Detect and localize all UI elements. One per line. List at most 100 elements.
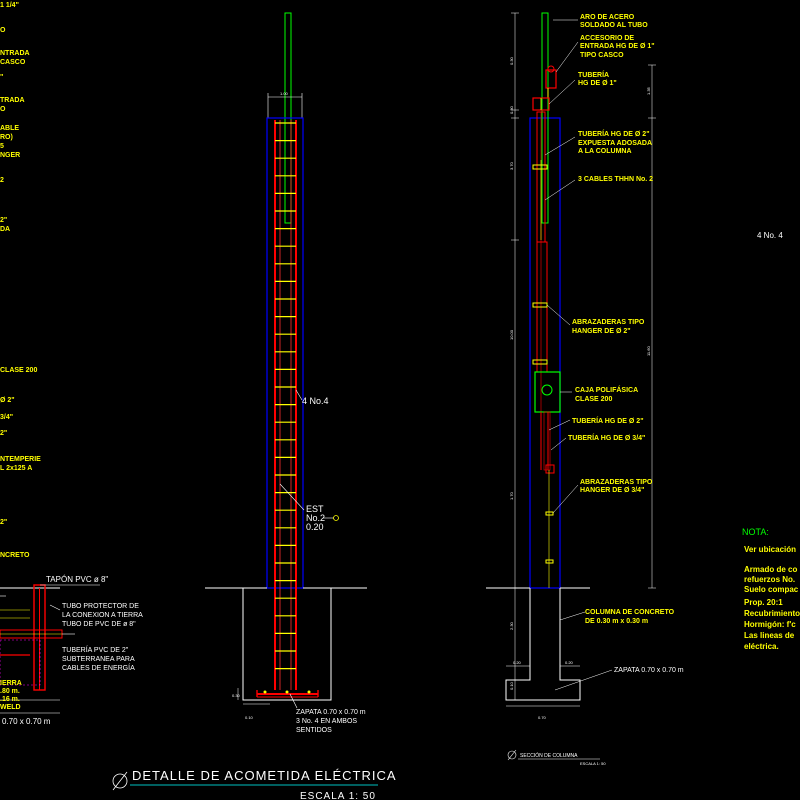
left-label: CLASE 200 [0,367,37,374]
label-caja-2: CLASE 200 [575,396,612,403]
left-fragment: 1 1/4" O NTRADA CASCO " TRADA O ABLE RO)… [0,2,143,726]
left-dim-label: 1.70 [509,491,514,500]
caja-polifasica [534,371,561,413]
left-label: 2" [0,519,7,526]
label-tuberia-3-4in: TUBERÍA HG DE Ø 3/4" [568,433,645,442]
left-label: TRADA [0,97,25,104]
nota-title: NOTA: [742,527,769,537]
tierra-label-3: .16 m. [0,696,20,703]
left-dim-label: 10.00 [509,329,514,340]
left-label: O [0,27,6,34]
nota-line: Recubrimiento [744,609,800,618]
left-dim-label: 3.70 [509,161,514,170]
left-label: L 2x125 A [0,465,32,472]
footing-outline [242,588,332,701]
nota-line: Prop. 20:1 [744,598,783,607]
left-zapata-label: 0.70 x 0.70 m [2,717,51,726]
left-label: 1 1/4" [0,2,19,9]
left-dim-label: 0.10 [509,681,514,690]
nota-line: eléctrica. [744,642,779,651]
clamp [532,359,548,365]
tuberia-pvc-label-3: CABLES DE ENERGÍA [62,663,135,672]
label-accesorio-1: ACCESORIO DE [580,35,634,42]
left-label: Ø 2" [0,397,15,404]
rebar-label: 4 No.4 [302,396,329,406]
dim-top: 1.00 [280,91,289,96]
tapon-pvc-label: TAPÓN PVC ø 8" [46,575,108,584]
section-title: SECCIÓN DE COLUMNA [520,752,578,759]
left-label: RO) [0,134,13,141]
tuberia-pvc-label-2: SUBTERRANEA PARA [62,656,135,663]
stirrup-label-2: No.2 [306,513,325,523]
left-dim-label: 0.30 [509,56,514,65]
nota-line: Armado de co [744,565,797,574]
label-columna-1: COLUMNA DE CONCRETO [585,609,675,616]
tubo-protector-label-2: LA CONEXION A TIERRA [62,612,143,619]
left-label: NGER [0,152,20,159]
label-columna-2: DE 0.30 m x 0.30 m [585,618,648,625]
drawing-title-text: DETALLE DE ACOMETIDA ELÉCTRICA [132,768,397,783]
left-label: 2" [0,217,7,224]
left-label: 2 [0,177,4,184]
left-label: DA [0,226,10,233]
left-label: O [0,106,6,113]
column-outline [266,117,304,589]
tubo-protector-label-3: TUBO DE PVC DE ø 8" [62,621,136,628]
label-accesorio-3: TIPO CASCO [580,52,624,59]
tierra-label-1: IERRA [0,680,22,687]
rebar-footing-label-2: SENTIDOS [296,727,332,734]
label-abrazaderas-3-4-2: HANGER DE Ø 3/4" [580,487,644,494]
section-scale: ESCALA 1: 50 [580,761,606,766]
tubo-protector-label-1: TUBO PROTECTOR DE [62,603,139,610]
tierra-label-2: .80 m. [0,688,20,695]
label-abrazaderas-3-4-1: ABRAZADERAS TIPO [580,479,653,486]
left-dim-label: 0.30 [509,105,514,114]
left-label: 3/4" [0,414,13,421]
left-label: CASCO [0,59,26,66]
zapata-label: ZAPATA 0.70 x 0.70 m [296,709,366,716]
left-label: ABLE [0,125,19,132]
nota-line-ubicacion: Ver ubicación [744,545,796,554]
left-label: NTEMPERIE [0,456,41,463]
left-label: 2" [0,430,7,437]
label-cables-thhn: 3 CABLES THHN No. 2 [578,176,653,183]
dim-footing: 0.30 [232,693,241,698]
footing-dim-3: 0.70 [538,715,547,720]
clamp [532,164,548,170]
drawing-title: DETALLE DE ACOMETIDA ELÉCTRICA ESCALA 1:… [112,768,397,800]
stirrups [275,122,296,670]
nota-line: Las lineas de [744,631,795,640]
casco-accessory [545,69,557,89]
footing-dim-1: 0.20 [513,660,522,665]
right-note: 4 No. 4 NOTA: Ver ubicación Armado de co… [742,231,800,651]
tierra-label-4: WELD [0,704,21,711]
left-label: NTRADA [0,50,30,57]
stirrup-label-1: EST [306,504,324,514]
label-tuberia-2in-2: EXPUESTA ADOSADA [578,140,652,147]
label-tuberia-lower-2in: TUBERÍA HG DE Ø 2" [572,416,644,425]
dim-bottom: 0.10 [245,715,254,720]
section-labels: ARO DE ACERO SOLDADO AL TUBO ACCESORIO D… [568,14,675,625]
label-accesorio-2: ENTRADA HG DE Ø 1" [580,43,655,50]
label-abrazaderas-2in-1: ABRAZADERAS TIPO [572,319,645,326]
stirrup-marker [333,515,339,521]
drawing-scale: ESCALA 1: 50 [300,791,376,800]
label-abrazaderas-2in-2: HANGER DE Ø 2" [572,328,631,335]
label-tuberia-1in-1: TUBERÍA [578,70,609,79]
left-label: " [0,74,3,81]
title-symbol-icon [112,773,128,789]
label-aro-acero-1: ARO DE ACERO [580,14,635,21]
nota-line: refuerzos No. [744,575,795,584]
column-detail: 1.00 4 No.4 EST No.2 0.20 [205,12,367,734]
left-ground-pit [0,584,100,714]
right-dim-2: 11.60 [646,346,651,356]
left-label: NCRETO [0,552,30,559]
rebar-partial-label: 4 No. 4 [757,231,783,240]
clamp [532,302,548,308]
footing-dim-2: 0.20 [565,660,574,665]
tuberia-pvc-label-1: TUBERÍA PVC DE 2" [62,645,129,654]
rebar-footing-label-1: 3 No. 4 EN AMBOS [296,718,357,725]
label-tuberia-2in-3: A LA COLUMNA [578,148,632,155]
